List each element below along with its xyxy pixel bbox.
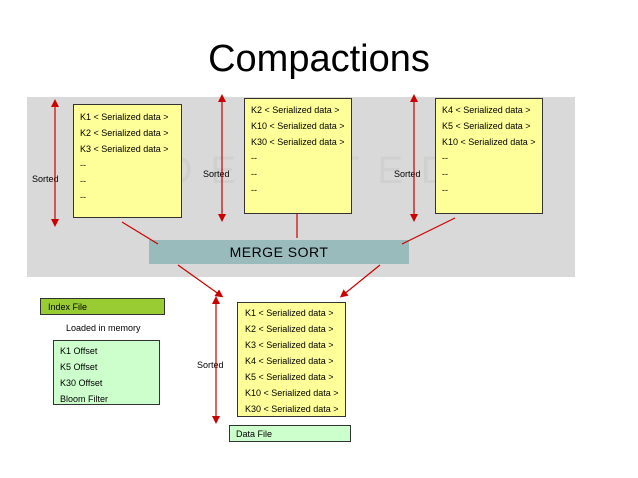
input-3-line: -- bbox=[442, 153, 448, 163]
loaded-in-memory-note: Loaded in memory bbox=[66, 323, 141, 333]
input-3-line: K5 < Serialized data > bbox=[442, 121, 531, 131]
sorted-label-output: Sorted bbox=[197, 360, 224, 370]
index-entry: K1 Offset bbox=[60, 346, 98, 356]
sorted-label-2: Sorted bbox=[203, 169, 230, 179]
index-file-box: K1 Offset K5 Offset K30 Offset Bloom Fil… bbox=[53, 340, 160, 405]
input-2-line: -- bbox=[251, 169, 257, 179]
index-file-label: Index File bbox=[48, 302, 88, 312]
input-2-line: -- bbox=[251, 185, 257, 195]
input-file-1: K1 < Serialized data > K2 < Serialized d… bbox=[73, 104, 182, 218]
output-line: K10 < Serialized data > bbox=[245, 388, 339, 398]
output-line: K30 < Serialized data > bbox=[245, 404, 339, 414]
input-3-line: -- bbox=[442, 185, 448, 195]
input-1-line: -- bbox=[80, 160, 86, 170]
output-line: K3 < Serialized data > bbox=[245, 340, 334, 350]
input-3-line: K4 < Serialized data > bbox=[442, 105, 531, 115]
input-1-line: K1 < Serialized data > bbox=[80, 112, 169, 122]
input-2-line: K10 < Serialized data > bbox=[251, 121, 345, 131]
sorted-label-1: Sorted bbox=[32, 174, 59, 184]
data-file-label: Data File bbox=[236, 429, 273, 439]
flow-arrow-5 bbox=[339, 264, 381, 298]
input-1-line: K3 < Serialized data > bbox=[80, 144, 169, 154]
sorted-label-3: Sorted bbox=[394, 169, 421, 179]
input-2-line: K30 < Serialized data > bbox=[251, 137, 345, 147]
index-file-header: Index File bbox=[40, 298, 165, 315]
index-entry: K30 Offset bbox=[60, 378, 103, 388]
slide-title: Compactions bbox=[208, 38, 430, 80]
input-2-line: -- bbox=[251, 153, 257, 163]
flow-arrow-1 bbox=[121, 221, 159, 245]
input-file-2: K2 < Serialized data > K10 < Serialized … bbox=[244, 98, 352, 214]
flow-arrow-4 bbox=[177, 264, 224, 298]
input-3-line: -- bbox=[442, 169, 448, 179]
input-1-line: -- bbox=[80, 192, 86, 202]
output-line: K4 < Serialized data > bbox=[245, 356, 334, 366]
input-3-line: K10 < Serialized data > bbox=[442, 137, 536, 147]
input-1-line: K2 < Serialized data > bbox=[80, 128, 169, 138]
data-file-footer: Data File bbox=[229, 425, 351, 442]
index-entry: K5 Offset bbox=[60, 362, 98, 372]
input-file-3: K4 < Serialized data > K5 < Serialized d… bbox=[435, 98, 543, 214]
output-file: K1 < Serialized data > K2 < Serialized d… bbox=[237, 302, 346, 417]
output-line: K1 < Serialized data > bbox=[245, 308, 334, 318]
flow-arrow-3 bbox=[401, 217, 456, 245]
output-line: K2 < Serialized data > bbox=[245, 324, 334, 334]
index-entry: Bloom Filter bbox=[60, 394, 109, 404]
input-1-line: -- bbox=[80, 176, 86, 186]
output-line: K5 < Serialized data > bbox=[245, 372, 334, 382]
input-2-line: K2 < Serialized data > bbox=[251, 105, 340, 115]
merge-sort-bar: MERGE SORT bbox=[149, 240, 409, 264]
